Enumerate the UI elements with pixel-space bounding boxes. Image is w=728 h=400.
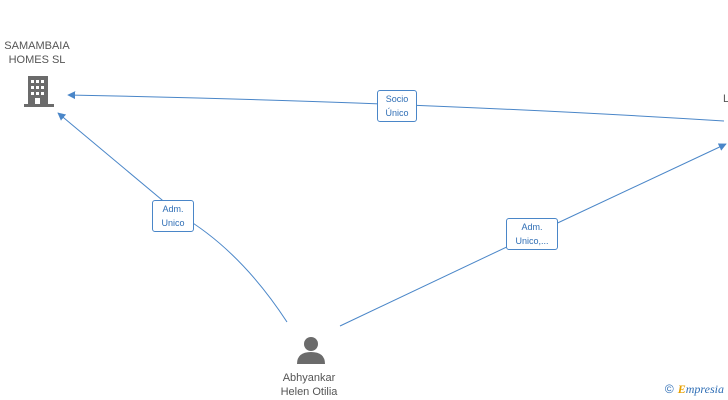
edge-label-adm-unico-right[interactable]: Adm. Unico,... (506, 218, 558, 250)
copyright-symbol: © (664, 382, 674, 396)
person-name-line2: Helen Otilia (280, 386, 338, 398)
edge-label-socio-line1: Socio (385, 94, 409, 104)
edge-label-adm-left-line1: Adm. (162, 204, 184, 214)
edge-label-adm-left-line2: Unico (161, 218, 185, 228)
brand-first-letter: E (677, 382, 686, 396)
person-node-label[interactable]: Abhyankar Helen Otilia (259, 371, 359, 399)
company-node-label[interactable]: SAMAMBAIA HOMES SL (0, 39, 74, 67)
company-name-line2: HOMES SL (8, 54, 66, 66)
edge-label-adm-right-line1: Adm. (521, 222, 543, 232)
building-icon[interactable] (24, 76, 54, 107)
company-right-label[interactable]: L (723, 92, 728, 106)
edge-label-adm-right-line2: Unico,... (515, 236, 549, 246)
company-right-name: L (723, 93, 728, 105)
company-name-line1: SAMAMBAIA (4, 40, 70, 52)
brand-rest: mpresia (685, 382, 724, 396)
edge-label-socio-line2: Único (385, 108, 409, 118)
person-icon[interactable] (297, 337, 325, 364)
empresia-watermark: ©Empresia (665, 382, 724, 397)
person-name-line1: Abhyankar (282, 372, 336, 384)
edge-label-socio-unico[interactable]: Socio Único (377, 90, 417, 122)
edge-label-adm-unico-left[interactable]: Adm. Unico (152, 200, 194, 232)
